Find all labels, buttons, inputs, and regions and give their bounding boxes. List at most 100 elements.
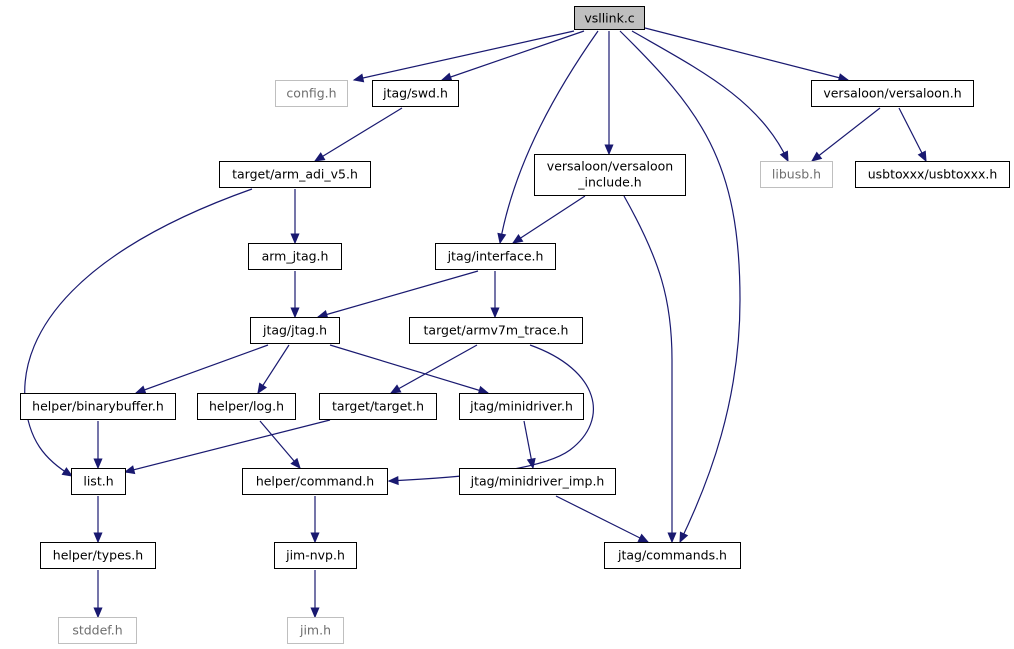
- edge-arm-adi-v5-h-to-arm-jtag-h: [290, 189, 300, 245]
- node-helper-command-h[interactable]: helper/command.h: [242, 468, 388, 495]
- node-label: jim-nvp.h: [285, 548, 345, 563]
- edge-arrowhead: [511, 233, 524, 244]
- edge-line: [499, 30, 599, 244]
- node-config-h: config.h: [275, 80, 348, 107]
- edges-layer: [24, 27, 927, 619]
- node-label: vsllink.c: [584, 11, 634, 26]
- edge-line: [257, 344, 290, 394]
- edge-line: [329, 344, 489, 394]
- node-label: versaloon/versaloon.h: [823, 86, 961, 101]
- node-label: target/target.h: [332, 399, 424, 414]
- edge-arrowhead: [667, 532, 677, 544]
- edge-jtag-jtag-h-to-helper-log-h: [257, 344, 290, 395]
- edge-vsllink-c-to-versaloon-include-h: [604, 31, 614, 156]
- node-label: jtag/minidriver_imp.h: [470, 474, 605, 489]
- node-jtag-interface-h[interactable]: jtag/interface.h: [435, 243, 556, 270]
- node-stddef-h: stddef.h: [58, 617, 137, 644]
- edge-jtag-jtag-h-to-binarybuffer-h: [134, 344, 269, 395]
- edge-minidriver-imp-h-to-jtag-commands-h: [555, 495, 650, 543]
- edge-versaloon-include-h-to-jtag-commands-h: [623, 195, 677, 544]
- node-armv7m-trace-h[interactable]: target/armv7m_trace.h: [409, 317, 583, 344]
- edge-arrowhead: [679, 531, 689, 544]
- edge-line: [512, 195, 586, 244]
- edge-vsllink-c-to-libusb-h: [631, 30, 789, 163]
- edge-arrowhead: [93, 532, 103, 544]
- edge-arrowhead: [387, 475, 399, 486]
- edge-line: [898, 107, 927, 162]
- node-binarybuffer-h[interactable]: helper/binarybuffer.h: [20, 393, 176, 420]
- edge-line: [441, 30, 585, 81]
- node-label: jtag/interface.h: [447, 249, 544, 264]
- node-jtag-jtag-h[interactable]: jtag/jtag.h: [250, 317, 340, 344]
- node-minidriver-imp-h[interactable]: jtag/minidriver_imp.h: [459, 468, 616, 495]
- node-jtag-commands-h[interactable]: jtag/commands.h: [604, 542, 741, 569]
- edge-line: [314, 107, 403, 162]
- edge-helper-command-h-to-jim-nvp-h: [310, 496, 320, 544]
- edge-line: [24, 188, 253, 477]
- edge-vsllink-c-to-config-h: [352, 30, 575, 83]
- edge-versaloon-versaloon-h-to-usbtoxxx-h: [898, 107, 927, 163]
- node-versaloon-versaloon-h[interactable]: versaloon/versaloon.h: [811, 80, 974, 107]
- node-helper-log-h[interactable]: helper/log.h: [197, 393, 296, 420]
- edge-jim-nvp-h-to-jim-h: [310, 570, 320, 619]
- edge-arrowhead: [93, 607, 103, 619]
- node-label: helper/types.h: [53, 548, 143, 563]
- edge-arrowhead: [917, 150, 927, 163]
- edge-versaloon-versaloon-h-to-libusb-h: [810, 107, 881, 162]
- edge-armv7m-trace-h-to-helper-command-h: [387, 344, 594, 486]
- edge-arrowhead: [257, 382, 267, 395]
- edge-arrowhead: [389, 384, 402, 394]
- edge-arrowhead: [61, 467, 74, 477]
- edge-binarybuffer-h-to-list-h: [93, 421, 103, 470]
- node-label: arm_jtag.h: [262, 249, 329, 264]
- edge-line: [644, 27, 849, 81]
- node-label: jtag/minidriver.h: [469, 399, 573, 414]
- node-versaloon-include-h[interactable]: versaloon/versaloon _include.h: [534, 154, 686, 196]
- node-list-h[interactable]: list.h: [71, 468, 126, 495]
- edge-arrowhead: [810, 151, 823, 162]
- edge-arrowhead: [637, 533, 650, 543]
- edge-line: [811, 107, 881, 162]
- edge-arrowhead: [490, 307, 500, 319]
- node-label: helper/command.h: [256, 474, 374, 489]
- node-label: config.h: [286, 86, 336, 101]
- edge-jtag-interface-h-to-armv7m-trace-h: [490, 271, 500, 319]
- node-target-target-h[interactable]: target/target.h: [319, 393, 437, 420]
- node-label: helper/log.h: [209, 399, 284, 414]
- node-arm-adi-v5-h[interactable]: target/arm_adi_v5.h: [219, 161, 371, 188]
- edge-arrowhead: [313, 152, 326, 162]
- node-helper-types-h[interactable]: helper/types.h: [40, 542, 156, 569]
- edge-arrowhead: [134, 385, 147, 395]
- edge-arrowhead: [123, 465, 136, 475]
- node-label: jtag/commands.h: [617, 548, 727, 563]
- edge-jtag-swd-h-to-arm-adi-v5-h: [313, 107, 403, 162]
- node-vsllink-c: vsllink.c: [574, 6, 645, 30]
- edge-arrowhead: [526, 457, 536, 470]
- node-jtag-swd-h[interactable]: jtag/swd.h: [372, 80, 459, 107]
- edge-line: [631, 30, 789, 162]
- node-minidriver-h[interactable]: jtag/minidriver.h: [459, 393, 584, 420]
- node-label: jtag/jtag.h: [262, 323, 327, 338]
- nodes-layer: vsllink.c config.h jtag/swd.h versaloon/…: [20, 6, 1010, 644]
- edge-line: [353, 30, 575, 81]
- edge-arrowhead: [440, 72, 453, 82]
- node-label: libusb.h: [772, 167, 821, 182]
- edge-arrowhead: [604, 144, 614, 156]
- edge-minidriver-h-to-minidriver-imp-h: [523, 420, 536, 470]
- edge-line: [555, 495, 649, 543]
- edge-jtag-interface-h-to-jtag-jtag-h: [316, 270, 479, 319]
- edge-arrowhead: [477, 385, 490, 395]
- node-jim-nvp-h[interactable]: jim-nvp.h: [274, 542, 357, 569]
- node-label: usbtoxxx/usbtoxxx.h: [868, 167, 998, 182]
- node-label: jim.h: [299, 623, 331, 638]
- edge-line: [390, 344, 478, 394]
- node-label-line-2: _include.h: [577, 175, 641, 190]
- node-label: list.h: [83, 474, 113, 489]
- edge-line: [317, 270, 479, 318]
- node-label-line-1: versaloon/versaloon: [547, 159, 673, 174]
- node-label: jtag/swd.h: [382, 86, 448, 101]
- node-usbtoxxx-h[interactable]: usbtoxxx/usbtoxxx.h: [855, 161, 1010, 188]
- edge-vsllink-c-to-jtag-interface-h: [497, 30, 599, 245]
- node-arm-jtag-h[interactable]: arm_jtag.h: [248, 243, 342, 270]
